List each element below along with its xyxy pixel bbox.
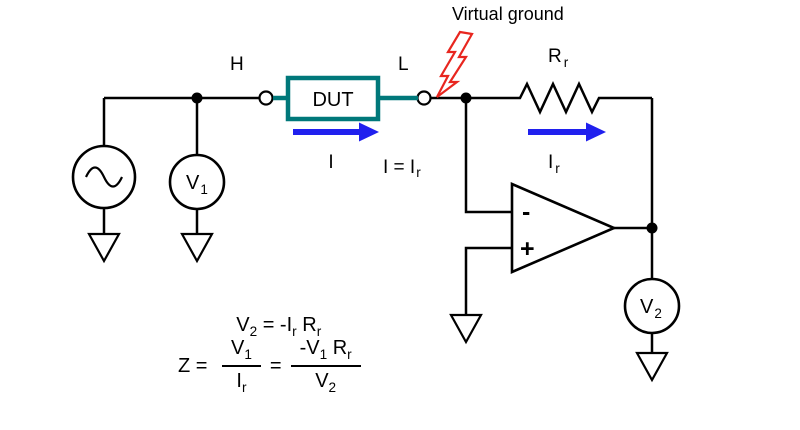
opamp-icon: - + [510, 182, 618, 274]
eq1-v: V [236, 314, 250, 336]
eq1-mid: = -I [257, 314, 293, 336]
junction-dot-v1 [191, 92, 203, 104]
junction-dot-output [646, 222, 658, 234]
opamp-minus-label: - [522, 198, 530, 226]
dut-component: DUT [273, 75, 418, 122]
v2-circle [623, 277, 681, 335]
eq2-fraction-1: V1 Ir [222, 337, 261, 395]
eq2-frac1-num-sub: 1 [244, 347, 252, 362]
eq2-frac1-den: Ir [236, 367, 246, 395]
eq2-frac2-den: V2 [315, 367, 336, 395]
dut-box [285, 75, 381, 122]
ground-icon-v1 [180, 232, 214, 264]
ground-icon-opamp [449, 313, 483, 345]
v1-label: V1 [186, 172, 208, 197]
eq2-frac2-den-text: V [315, 370, 329, 392]
sine-wave-icon [85, 166, 123, 188]
eq2-equals: = [269, 354, 282, 377]
resistor-icon [512, 81, 606, 115]
ac-source-icon [71, 144, 137, 210]
eq2-frac2-num-sub2: r [347, 347, 352, 362]
ground-icon-ac [87, 232, 121, 264]
v2-label: V2 [640, 296, 662, 321]
arrow-head [586, 122, 606, 142]
voltmeter-v2: V2 [623, 277, 681, 335]
equation-z: Z = V1 Ir = -V1 Rr V2 [178, 337, 370, 395]
arrow-head [359, 122, 379, 142]
l-terminal-label: L [398, 54, 409, 75]
h-terminal-icon [258, 90, 274, 106]
i-equals-ir-label: I = Ir [383, 157, 421, 180]
lightning-icon [436, 30, 474, 98]
eq1-r: R [296, 314, 317, 336]
eq2-frac2-num-sub1: 1 [319, 347, 328, 362]
eq2-z: Z = [178, 354, 214, 377]
eq2-frac1-num-text: V [231, 337, 245, 359]
l-terminal-icon [416, 90, 432, 106]
eq2-frac2-den-sub: 2 [328, 380, 337, 395]
eq2-frac1-den-sub: r [241, 380, 247, 395]
opamp-triangle [510, 182, 618, 274]
eq2-frac2-num: -V1 Rr [290, 337, 361, 367]
eq2-frac2-num-text1: -V [299, 337, 320, 359]
eq1-r-sub: r [316, 324, 322, 339]
current-i-label: I [328, 152, 333, 173]
v1-circle [168, 153, 226, 211]
eq2-frac2-num-text2: R [327, 337, 348, 359]
current-arrow-ir-icon [528, 122, 606, 142]
wire-inverting-input [464, 98, 512, 214]
equation-v2: V2 = -Ir Rr [214, 291, 321, 362]
h-terminal-label: H [230, 54, 244, 75]
opamp-plus-label: + [520, 235, 535, 263]
voltmeter-v1: V1 [168, 153, 226, 211]
ground-icon-v2 [635, 351, 669, 383]
junction-dot-virtual-ground [460, 92, 472, 104]
virtual-ground-label: Virtual ground [452, 4, 564, 24]
wire-noninverting-input [464, 246, 512, 315]
wires [102, 96, 654, 353]
eq2-fraction-2: -V1 Rr V2 [290, 337, 361, 395]
dut-label: DUT [312, 89, 353, 111]
eq2-frac1-den-text: I [236, 370, 242, 392]
eq1-v-sub: 2 [249, 324, 258, 339]
eq1-i-sub: r [292, 324, 297, 339]
eq2-frac1-num: V1 [222, 337, 261, 367]
current-arrow-i-icon [293, 122, 379, 142]
